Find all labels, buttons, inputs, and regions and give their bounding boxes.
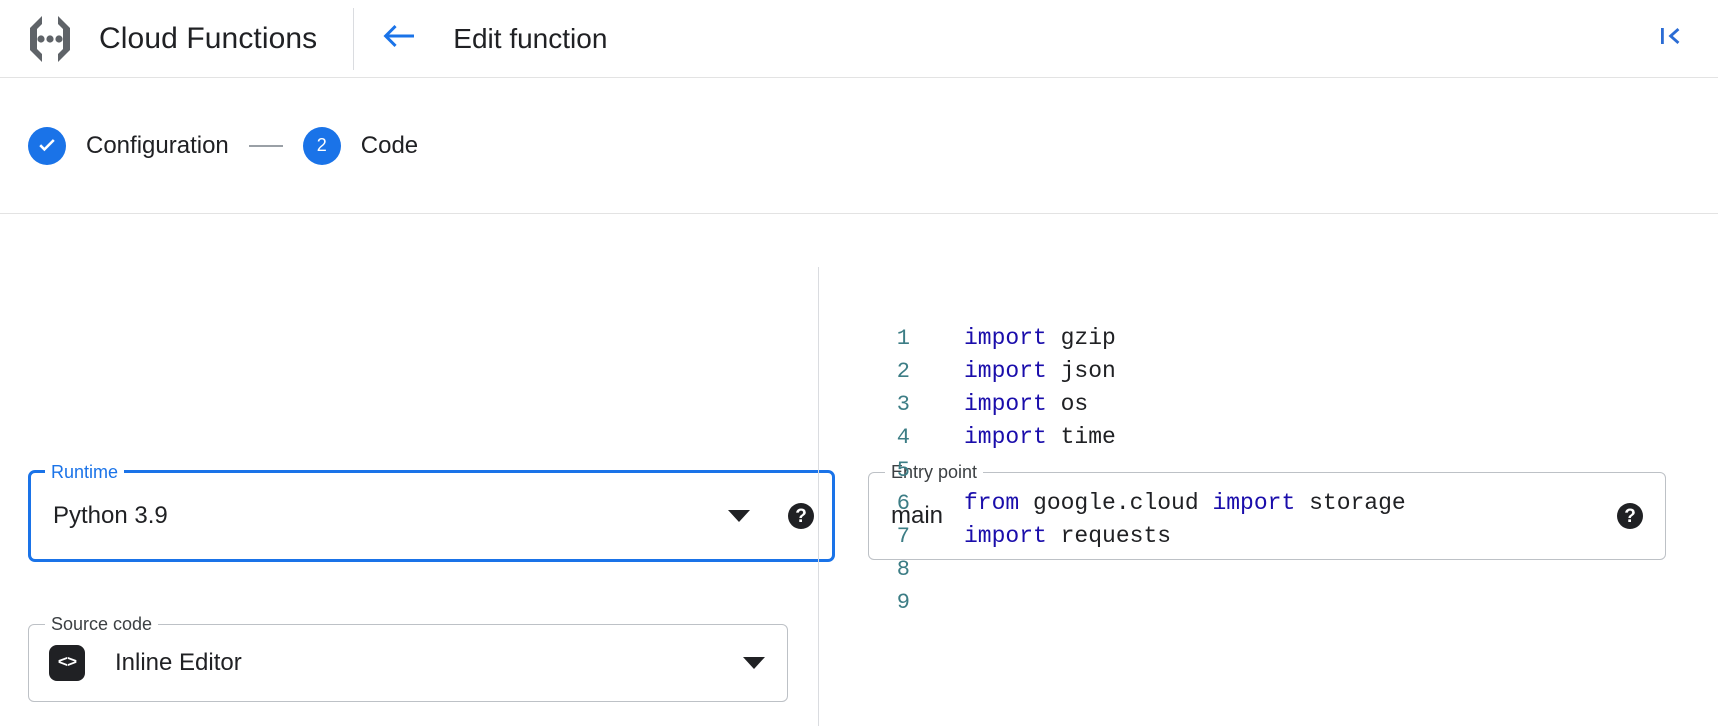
entry-point-input[interactable]: Entry point main ? — [868, 462, 1666, 560]
code-line-number: 5 — [896, 458, 910, 483]
wizard-stepper: Configuration 2 Code — [0, 78, 1718, 214]
stepper-label-configuration: Configuration — [86, 131, 229, 159]
back-button[interactable] — [375, 15, 423, 63]
runtime-label: Runtime — [45, 462, 125, 482]
source-code-select[interactable]: Source code <> Inline Editor — [28, 614, 788, 702]
entry-point-value[interactable]: main — [891, 502, 944, 529]
pane-divider — [818, 267, 819, 726]
code-line[interactable]: 5 — [858, 454, 1718, 487]
code-line[interactable]: 6 from google.cloud import storage — [858, 487, 1718, 520]
code-token: import — [964, 358, 1047, 384]
code-line-text: import requests — [964, 520, 1171, 553]
code-line-text: import time — [964, 421, 1116, 454]
code-line-text: import os — [964, 388, 1088, 421]
code-line[interactable]: 1 import gzip — [858, 322, 1718, 355]
code-line-number: 2 — [896, 359, 910, 384]
chevron-down-icon[interactable] — [728, 510, 750, 522]
stepper-label-code: Code — [360, 131, 419, 159]
add-file-button[interactable] — [710, 719, 758, 726]
code-token: from — [964, 490, 1020, 516]
page-title: Edit function — [453, 22, 608, 54]
header-divider — [353, 7, 355, 70]
code-line-text: import json — [964, 355, 1116, 388]
arrow-back-icon — [381, 21, 417, 56]
content-area: Runtime Python 3.9 ? Source code <> Inli… — [0, 214, 1718, 726]
code-token: requests — [1046, 523, 1172, 549]
code-line-number: 4 — [896, 425, 910, 450]
code-line[interactable]: 3 import os — [858, 388, 1718, 421]
entry-point-help-icon[interactable]: ? — [1617, 503, 1643, 529]
code-token: storage — [1295, 490, 1406, 516]
code-token: import — [964, 523, 1047, 549]
code-line-text: from google.cloud import storage — [964, 487, 1406, 520]
inline-editor-code-icon: <> — [49, 645, 85, 681]
code-line-number: 8 — [896, 557, 910, 582]
app-header: Cloud Functions Edit function — [0, 0, 1718, 78]
source-code-label: Source code — [45, 614, 159, 634]
source-code-value: Inline Editor — [115, 649, 242, 676]
right-pane: Entry point main ? 1 import gzip 2 import j… — [818, 214, 1718, 726]
collapse-panel-button[interactable] — [1648, 16, 1692, 60]
check-circle-icon — [28, 126, 66, 165]
code-editor[interactable]: 1 import gzip 2 import json 3 import os 4 impor… — [858, 314, 1718, 619]
code-line-number: 7 — [896, 524, 910, 549]
brand-area: Cloud Functions — [0, 0, 317, 77]
step-number-icon: 2 — [302, 126, 341, 165]
code-token: import — [1212, 490, 1296, 516]
code-line-number: 1 — [896, 326, 910, 351]
brand-title: Cloud Functions — [99, 21, 318, 55]
code-line[interactable]: 7 import requests — [858, 520, 1718, 553]
code-token: json — [1046, 358, 1116, 384]
code-token: import — [964, 424, 1047, 450]
code-token: os — [1046, 391, 1089, 417]
code-line-number: 6 — [896, 491, 910, 516]
runtime-help-icon[interactable]: ? — [788, 503, 814, 529]
stepper-step-configuration[interactable]: Configuration — [28, 126, 229, 165]
code-line-number: 9 — [896, 590, 910, 615]
code-line[interactable]: 9 — [858, 586, 1718, 619]
code-line-text: import gzip — [964, 322, 1116, 355]
code-token: google.cloud — [1019, 490, 1213, 516]
collapse-panel-icon — [1656, 22, 1684, 55]
left-pane: Runtime Python 3.9 ? Source code <> Inli… — [0, 214, 835, 726]
cloud-functions-logo-icon — [22, 13, 78, 65]
chevron-down-icon[interactable] — [743, 657, 765, 669]
code-line[interactable]: 2 import json — [858, 355, 1718, 388]
code-token: time — [1046, 424, 1116, 450]
code-line[interactable]: 8 — [858, 553, 1718, 586]
entry-point-label: Entry point — [885, 462, 984, 482]
stepper-step-code[interactable]: 2 Code — [302, 126, 419, 165]
code-token: import — [964, 325, 1047, 351]
code-line-number: 3 — [896, 392, 910, 417]
code-token: gzip — [1046, 325, 1116, 351]
code-token: import — [964, 391, 1047, 417]
runtime-select[interactable]: Runtime Python 3.9 ? — [28, 462, 835, 562]
code-line[interactable]: 4 import time — [858, 421, 1718, 454]
stepper-connector — [248, 144, 283, 147]
runtime-value: Python 3.9 — [53, 502, 168, 529]
